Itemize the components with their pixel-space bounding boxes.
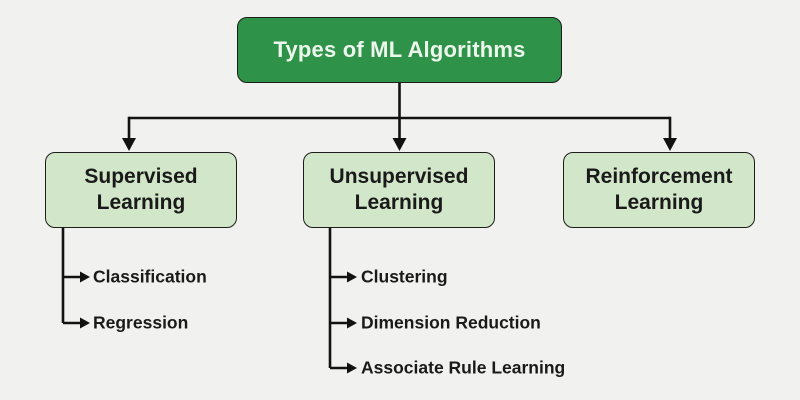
leaf-label: Associate Rule Learning (361, 357, 566, 378)
arrowhead-down-right (663, 138, 677, 151)
arrowhead-right-regression (80, 317, 90, 329)
leaf-associate-rule-learning: Associate Rule Learning (361, 358, 565, 379)
arrowhead-right-clustering (347, 271, 357, 283)
branch-node-unsupervised-learning: Unsupervised Learning (303, 152, 495, 228)
root-node-types-of-ml-algorithms: Types of ML Algorithms (237, 17, 562, 83)
branch-node-reinforcement-learning: Reinforcement Learning (563, 152, 755, 228)
leaf-clustering: Clustering (361, 267, 448, 288)
leaf-dimension-reduction: Dimension Reduction (361, 313, 541, 334)
branch-node-label: Supervised Learning (84, 165, 198, 214)
arrowhead-right-dimension-reduction (347, 317, 357, 329)
branch-node-label: Reinforcement Learning (585, 165, 733, 214)
leaf-label: Clustering (361, 266, 448, 287)
leaf-classification: Classification (93, 267, 207, 288)
branch-node-supervised-learning: Supervised Learning (45, 152, 237, 228)
arrowhead-down-middle (392, 138, 407, 151)
arrowhead-right-classification (80, 271, 90, 283)
leaf-label: Regression (93, 312, 189, 333)
leaf-label: Dimension Reduction (361, 312, 541, 333)
root-node-label: Types of ML Algorithms (273, 37, 526, 62)
branch-node-label: Unsupervised Learning (329, 165, 469, 214)
arrowhead-right-associate-rule (347, 362, 357, 374)
arrowhead-down-left (122, 138, 136, 151)
leaf-regression: Regression (93, 313, 188, 334)
leaf-label: Classification (93, 266, 207, 287)
